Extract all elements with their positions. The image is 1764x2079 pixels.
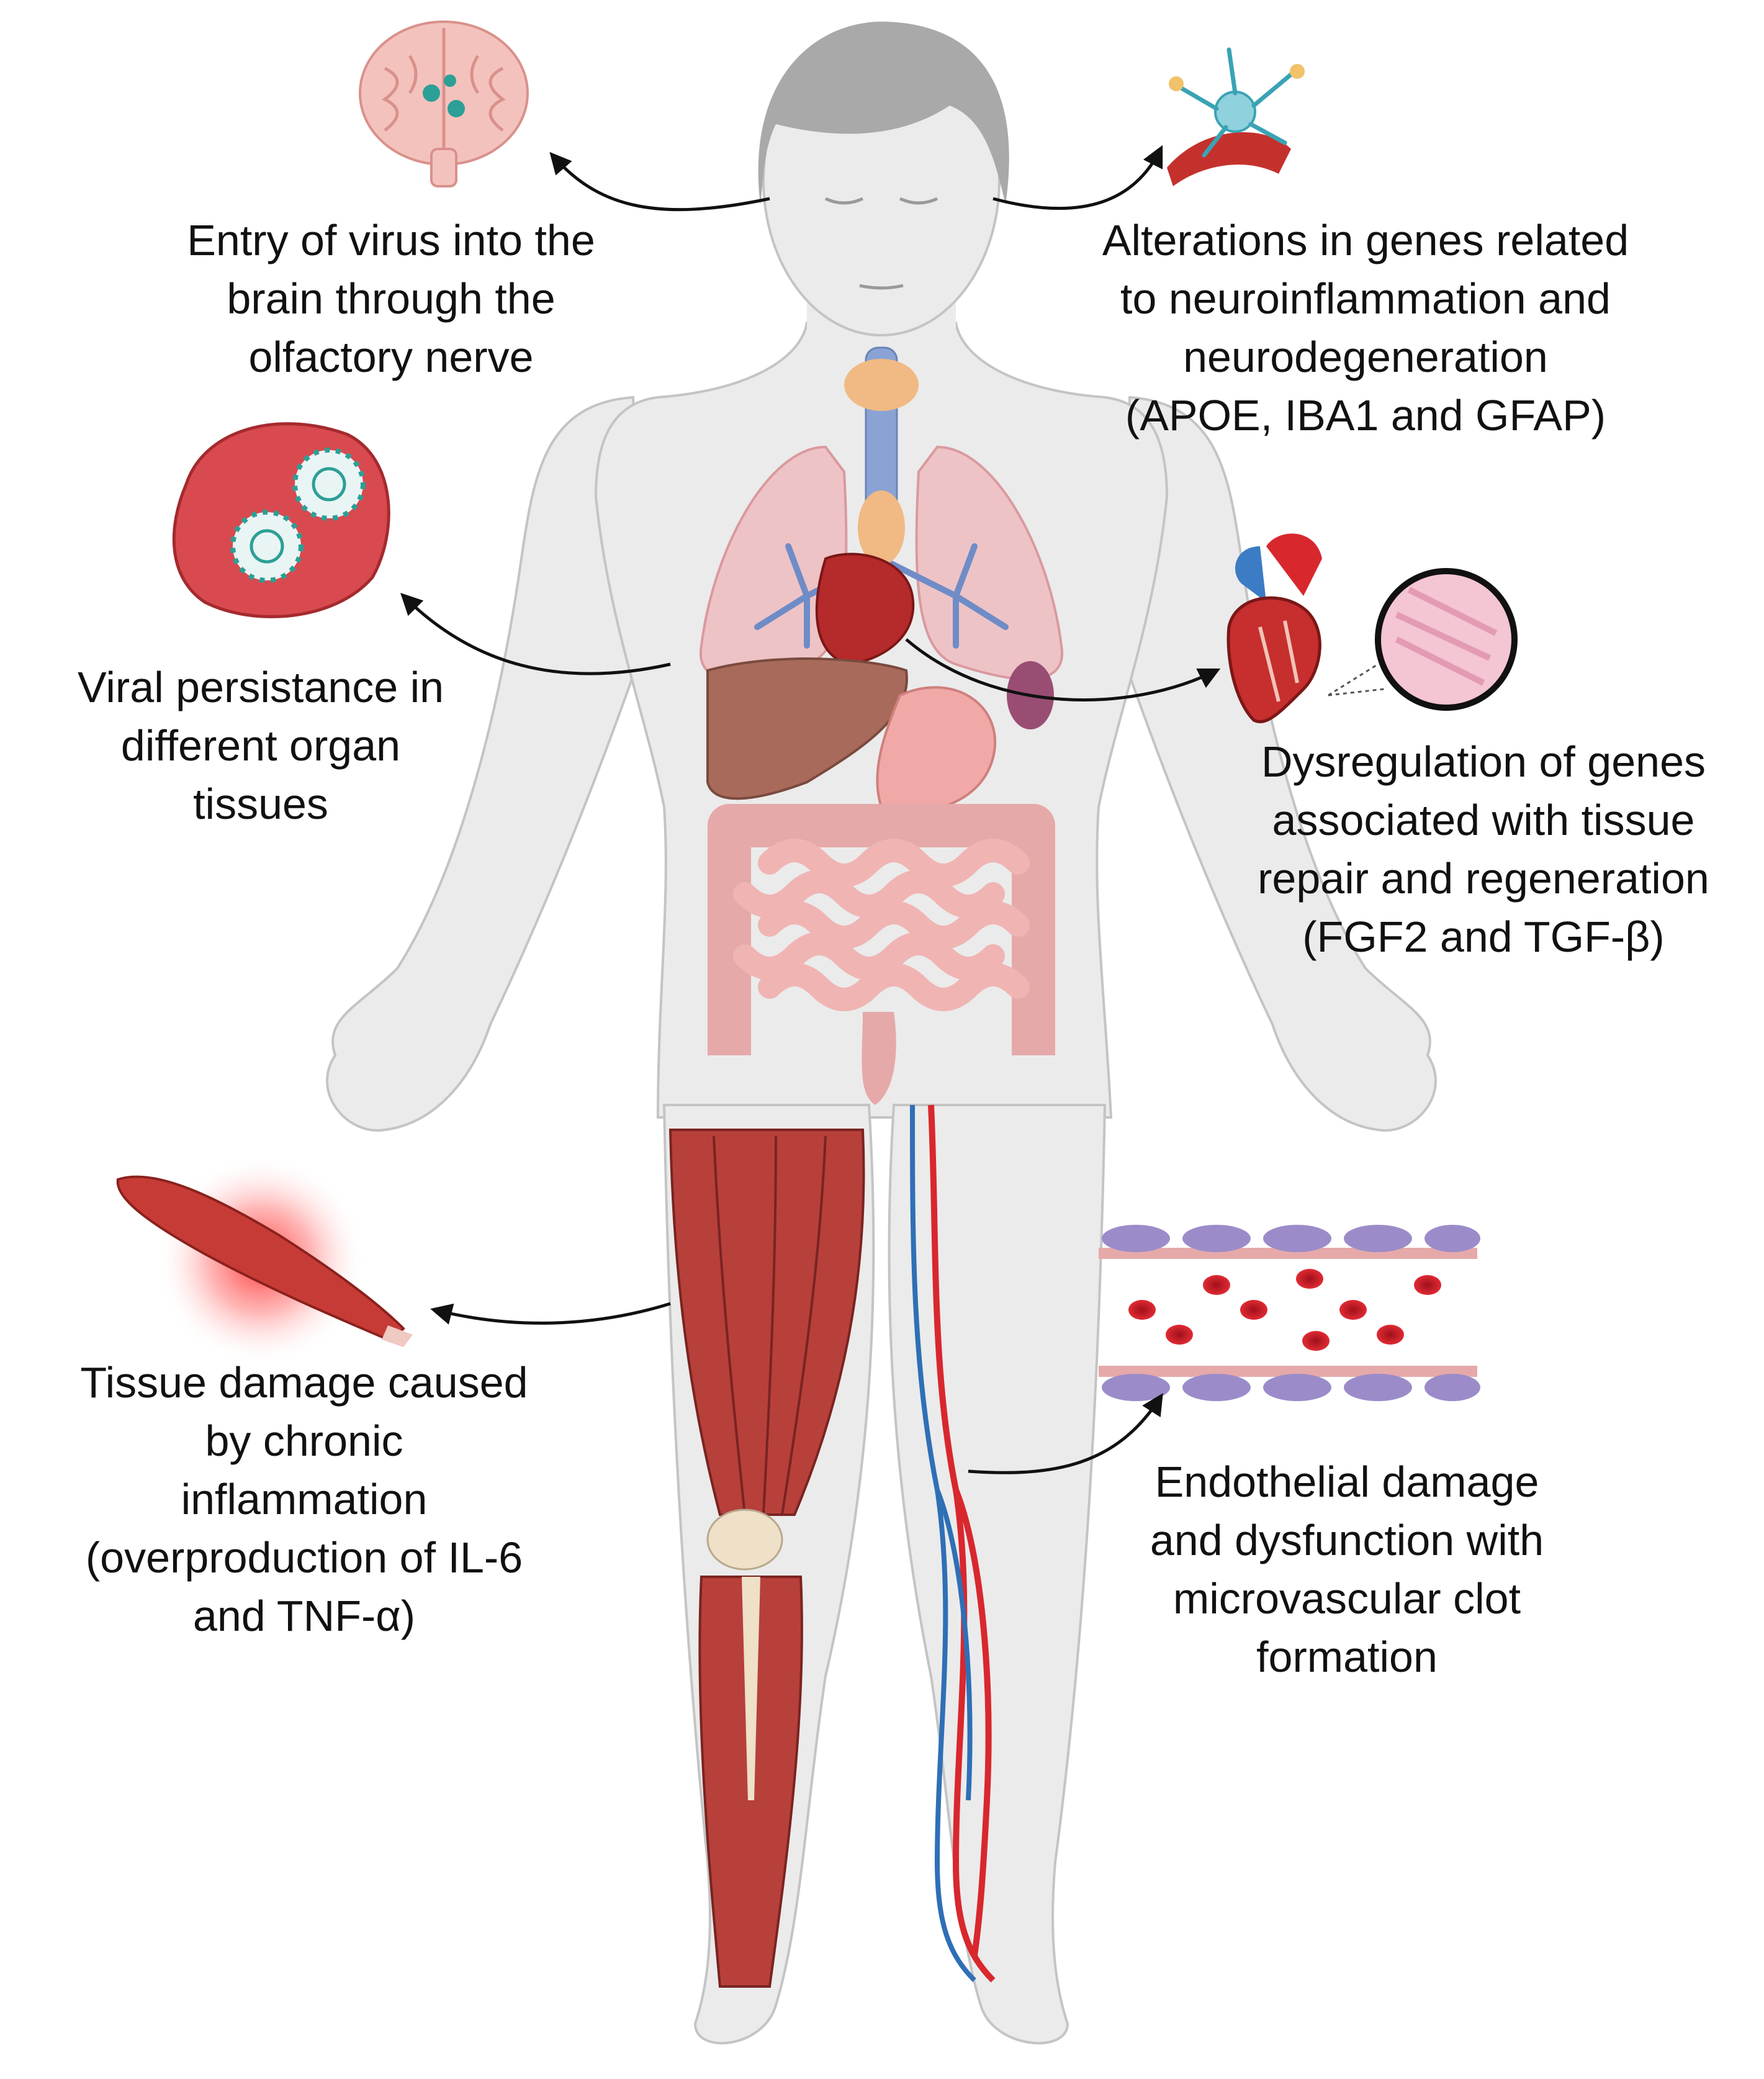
arrow-vessel [968,1393,1163,1474]
leg-vasculature [910,1104,996,1983]
caption-line: (overproduction of IL-6 [85,1533,523,1582]
caption-line: Entry of virus into the [187,216,595,264]
heart-organ [815,552,915,666]
large-intestine [708,804,1055,1055]
caption-line: Tissue damage caused [80,1358,528,1407]
caption-line: Endothelial damage [1154,1458,1539,1506]
tibia [742,1577,760,1800]
internal-organs [699,346,1064,1105]
brain-icon [359,20,529,187]
arrow-viral [400,593,671,675]
caption-brain-entry: Entry of virus into the brain through th… [143,211,639,386]
arrows [400,145,1221,1474]
caption-line: Dysregulation of genes [1261,737,1706,786]
infected-tissue-icon [172,422,390,618]
caption-line: brain through the [227,274,556,323]
caption-line: inflammation [181,1475,428,1523]
muscle-icon [116,1155,413,1366]
arrow-neuro [992,145,1163,210]
heart-icon [1226,533,1322,724]
caption-line: olfactory nerve [248,333,534,381]
closed-eyes [824,197,938,205]
caption-tissue-repair: Dysregulation of genes associated with t… [1217,733,1750,966]
kneecap [706,1509,783,1571]
caption-line: by chronic [205,1417,403,1465]
arrow-heart [905,638,1221,701]
small-intestine [733,839,1030,1011]
caption-line: microvascular clot [1172,1574,1521,1623]
histology-icon [1328,568,1518,711]
caption-line: tissues [193,780,328,828]
caption-line: and dysfunction with [1150,1516,1544,1564]
caption-line: neurodegeneration [1183,333,1548,381]
blood-vessel-icon [1099,1225,1480,1401]
caption-line: Viral persistance in [77,663,444,711]
thigh-muscle-lines [713,1135,827,1515]
arrow-muscle [430,1302,671,1325]
left-arm [326,395,641,1132]
thyroid [844,359,919,411]
caption-line: (APOE, IBA1 and GFAP) [1125,391,1606,440]
caption-line: repair and regeneration [1258,854,1709,903]
caption-chronic-inflammation: Tissue damage caused by chronic inflamma… [25,1353,583,1645]
leg-musculature [668,1129,865,1988]
caption-line: different organ [120,721,401,770]
caption-line: and TNF-α) [192,1592,416,1640]
caption-line: associated with tissue [1272,796,1695,844]
stomach [876,686,997,813]
caption-viral-persistence: Viral persistance in different organ tis… [43,658,478,833]
thymus [858,490,905,565]
neuron-icon [1167,47,1305,186]
caption-endothelial-damage: Endothelial damage and dysfunction with … [1111,1453,1583,1686]
hair [758,21,1009,205]
right-leg [888,1104,1107,2045]
arrow-brain [549,151,770,212]
caption-line: to neuroinflammation and [1120,274,1611,323]
caption-line: (FGF2 and TGF-β) [1302,913,1665,961]
caption-line: formation [1256,1633,1438,1681]
rectum [862,1012,896,1105]
caption-neuroinflammation: Alterations in genes related to neuroinf… [1055,211,1676,444]
mouth [859,284,904,290]
leg-vein [910,1104,976,1982]
caption-line: Alterations in genes related [1102,216,1629,264]
